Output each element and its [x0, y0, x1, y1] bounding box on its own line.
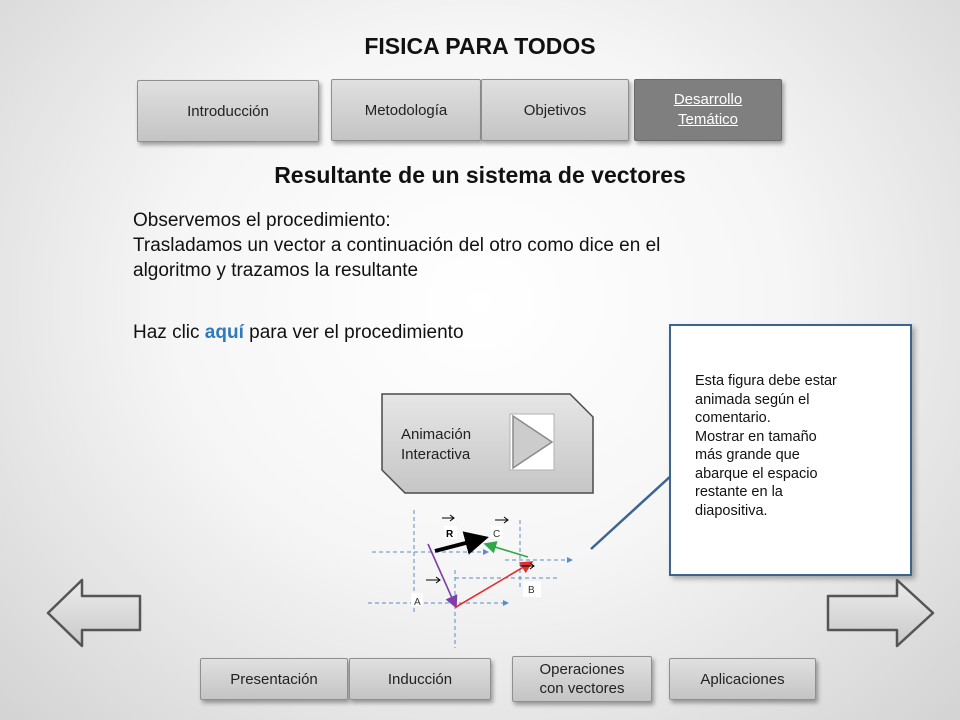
animation-button[interactable] — [380, 392, 596, 496]
vector-b — [455, 561, 534, 608]
note-line: comentario. — [695, 410, 771, 426]
click-suffix: para ver el procedimiento — [243, 322, 464, 343]
note-line: abarque el espacio — [695, 465, 818, 482]
note-line: más grande que — [695, 447, 800, 463]
tab-label: Introducción — [187, 102, 269, 120]
arrow-right-icon — [826, 578, 935, 648]
click-prefix: Haz clic — [133, 322, 205, 343]
instructions-line: algoritmo y trazamos la resultante — [133, 260, 419, 281]
click-instruction: Haz clic aquí para ver el procedimiento — [133, 322, 464, 344]
comment-note: Esta figura debe estar animada según el … — [669, 324, 912, 576]
note-line: animada según el — [695, 391, 810, 408]
tab-label: Presentación — [230, 670, 318, 688]
label-a: A — [414, 597, 421, 608]
tab-label: Metodología — [364, 101, 448, 119]
tab-label-line1: Desarrollo — [673, 91, 743, 108]
tab-operaciones-vectores[interactable]: Operaciones con vectores — [512, 656, 652, 702]
vector-c — [483, 541, 529, 558]
tab-introduccion[interactable]: Introducción — [137, 80, 319, 142]
tab-label: Aplicaciones — [700, 670, 785, 688]
tab-objetivos[interactable]: Objetivos — [481, 79, 629, 141]
section-title: Resultante de un sistema de vectores — [274, 162, 686, 188]
tab-metodologia[interactable]: Metodología — [331, 79, 481, 141]
tab-induccion[interactable]: Inducción — [349, 658, 491, 700]
procedure-link[interactable]: aquí — [204, 322, 244, 343]
note-line: restante en la — [695, 484, 783, 500]
label-b: B — [528, 585, 535, 596]
play-icon — [509, 413, 555, 471]
page-title: FISICA PARA TODOS — [364, 33, 596, 59]
note-line: Esta figura debe estar — [695, 373, 837, 389]
instructions-text: Observemos el procedimiento: Trasladamos… — [133, 208, 833, 283]
tab-label: Inducción — [387, 670, 453, 688]
vector-r — [434, 531, 489, 555]
callout-connector — [590, 473, 674, 550]
tab-desarrollo-tematico[interactable]: Desarrollo Temático — [634, 79, 782, 141]
animation-label: Animación Interactiva — [401, 425, 471, 465]
note-line: diapositiva. — [695, 502, 768, 519]
tab-label-line1: Operaciones — [539, 661, 625, 678]
arrow-left-icon — [46, 578, 142, 648]
instructions-line: Observemos el procedimiento: — [133, 210, 391, 231]
vector-a — [427, 543, 458, 609]
animation-label-line1: Animación — [401, 426, 472, 443]
tab-label-line2: Temático — [677, 111, 739, 128]
vector-diagram: R C A B — [368, 510, 573, 648]
axes — [368, 510, 573, 648]
tab-presentacion[interactable]: Presentación — [200, 658, 348, 700]
tab-label: Objetivos — [523, 101, 587, 119]
tab-label-line2: con vectores — [539, 680, 625, 697]
label-r: R — [446, 529, 454, 540]
note-line: Mostrar en tamaño — [695, 428, 817, 445]
next-button[interactable] — [825, 578, 937, 650]
tab-aplicaciones[interactable]: Aplicaciones — [669, 658, 816, 700]
animation-label-line2: Interactiva — [401, 446, 471, 463]
label-c: C — [493, 529, 500, 540]
prev-button[interactable] — [44, 578, 144, 650]
instructions-line: Trasladamos un vector a continuación del… — [133, 235, 661, 256]
